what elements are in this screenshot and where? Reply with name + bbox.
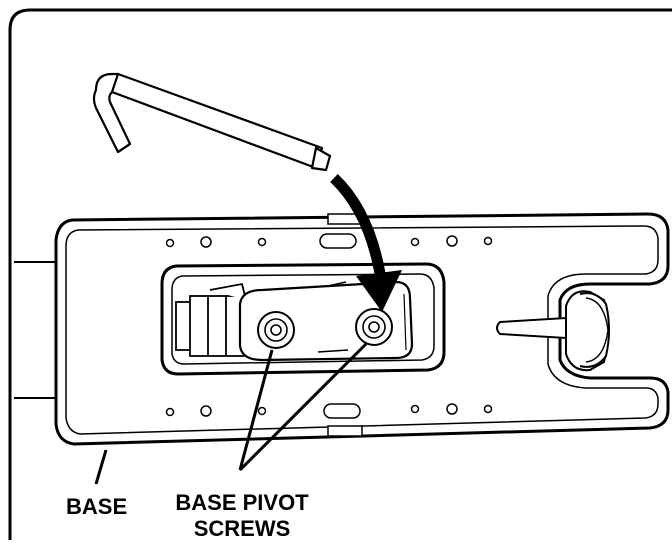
mounting-holes-top [165,233,493,249]
clamp-block [175,282,247,357]
direction-arrow [330,174,388,287]
frame-border [8,8,672,540]
pivot-plate-edge [403,293,407,351]
blade-guide [496,290,610,372]
pivot-screws-label-line1: BASE PIVOT [175,490,309,515]
pivot-screws-label-line2: SCREWS [194,516,291,540]
mounting-holes-bottom [165,403,493,419]
pivot-plate-notch [327,281,347,287]
base-label: BASE [66,494,127,519]
pivot-plate-slot [317,349,349,353]
pivot-screw-right [355,308,393,346]
leader-lines [94,342,368,485]
pivot-screw-left [257,311,295,349]
hex-key [92,72,332,172]
base-plate-rim [65,225,659,435]
base-tab-bottom [327,425,363,437]
side-rails [14,261,56,399]
arrow-head [356,270,402,312]
central-recess-inner [171,273,435,365]
